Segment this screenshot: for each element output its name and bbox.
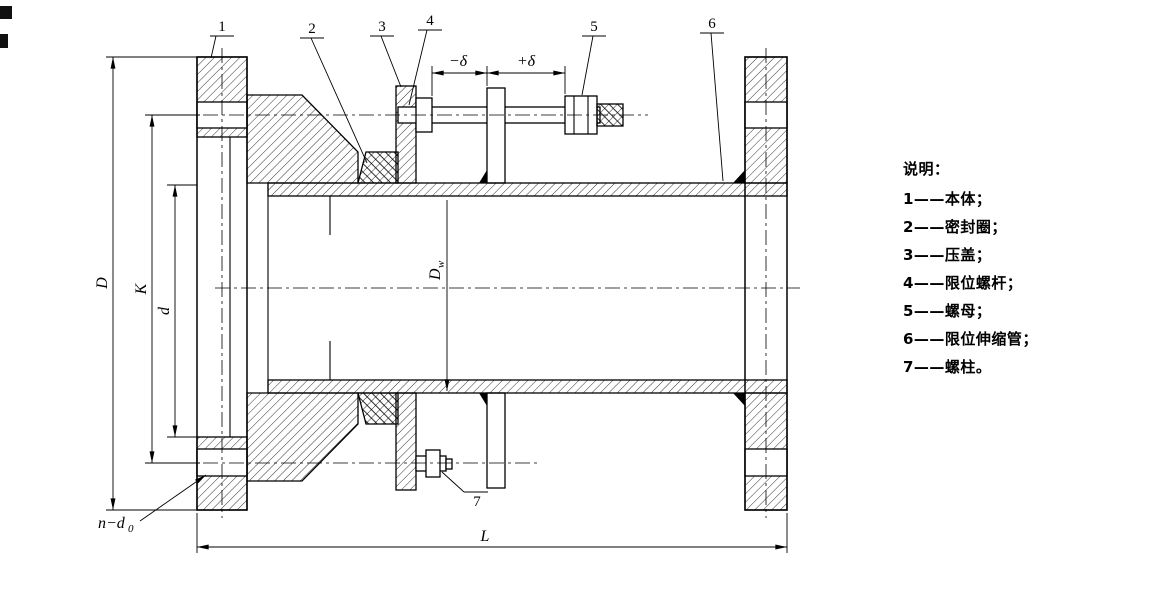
- callout-6: 6: [700, 16, 724, 182]
- centerlines: [203, 48, 800, 518]
- dim-Dw: D w: [427, 200, 450, 391]
- dim-label-D: D: [94, 277, 111, 290]
- callout-number: 2: [308, 21, 316, 37]
- callout-2: 2: [300, 21, 368, 164]
- dim-label-minus-delta: −δ: [449, 53, 468, 70]
- stud: [415, 449, 453, 478]
- callout-number: 6: [708, 16, 716, 32]
- dim-L: L: [196, 513, 788, 553]
- callout-number: 7: [473, 494, 481, 510]
- limit-lug: [486, 87, 506, 489]
- legend-item-2: 2——密封圈；: [903, 218, 1007, 236]
- body-housing: [246, 94, 359, 482]
- legend-item-3: 3——压盖；: [903, 246, 992, 264]
- legend-item-4: 4——限位螺杆；: [903, 274, 1023, 292]
- callout-7: 7: [441, 471, 488, 510]
- callout-number: 3: [378, 19, 386, 35]
- dim-label-Dw-sub: w: [435, 260, 447, 268]
- callout-number: 5: [590, 19, 598, 35]
- callout-3: 3: [370, 19, 402, 88]
- dim-label-nd0: n−d: [98, 515, 126, 532]
- dim-label-d: d: [156, 306, 173, 315]
- dim-label-nd0-sub: 0: [128, 523, 134, 535]
- dim-label-L: L: [480, 528, 490, 545]
- dim-label-Dw: D: [427, 268, 444, 281]
- callout-number: 1: [218, 19, 226, 35]
- scan-artifact: [0, 6, 12, 48]
- callout-1: 1: [210, 19, 234, 59]
- legend-item-1: 1——本体；: [903, 190, 992, 208]
- stud-nut: [425, 449, 441, 478]
- dim-label-plus-delta: +δ: [517, 53, 536, 70]
- legend: 说明： 1——本体； 2——密封圈； 3——压盖； 4——限位螺杆； 5——螺母…: [903, 158, 1038, 387]
- dim-delta: −δ +δ: [431, 53, 566, 96]
- legend-title: 说明：: [903, 160, 950, 178]
- dim-d: d: [156, 184, 197, 438]
- dim-label-K: K: [133, 282, 150, 295]
- dim-D: D: [94, 56, 197, 511]
- legend-item-5: 5——螺母；: [903, 302, 992, 320]
- legend-item-6: 6——限位伸缩管；: [903, 330, 1038, 348]
- callout-5: 5: [581, 19, 606, 96]
- legend-item-7: 7——螺柱。: [903, 358, 992, 376]
- weld-marks: [479, 170, 745, 406]
- dim-nd0: n−d 0: [98, 474, 207, 535]
- dim-K: K: [133, 114, 200, 464]
- callout-4: 4: [408, 13, 442, 106]
- callout-number: 4: [426, 13, 434, 29]
